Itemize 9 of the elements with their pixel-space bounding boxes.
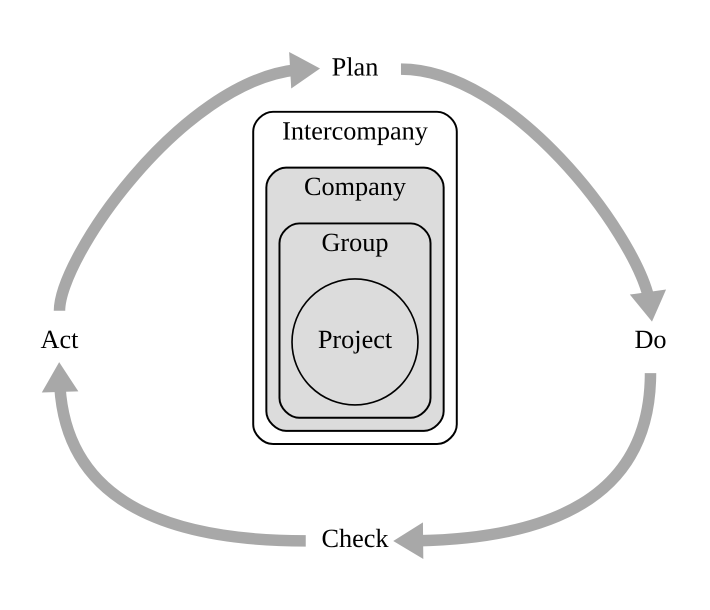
node-circle: Project [291, 278, 419, 406]
arrow [400, 63, 666, 322]
node-text: Check [321, 524, 389, 554]
arrow [393, 372, 656, 559]
node-text: Do [634, 325, 667, 354]
arrow [42, 362, 306, 547]
node-text: Plan [332, 52, 378, 82]
node-text: Act [40, 325, 78, 354]
arrow [54, 52, 320, 312]
